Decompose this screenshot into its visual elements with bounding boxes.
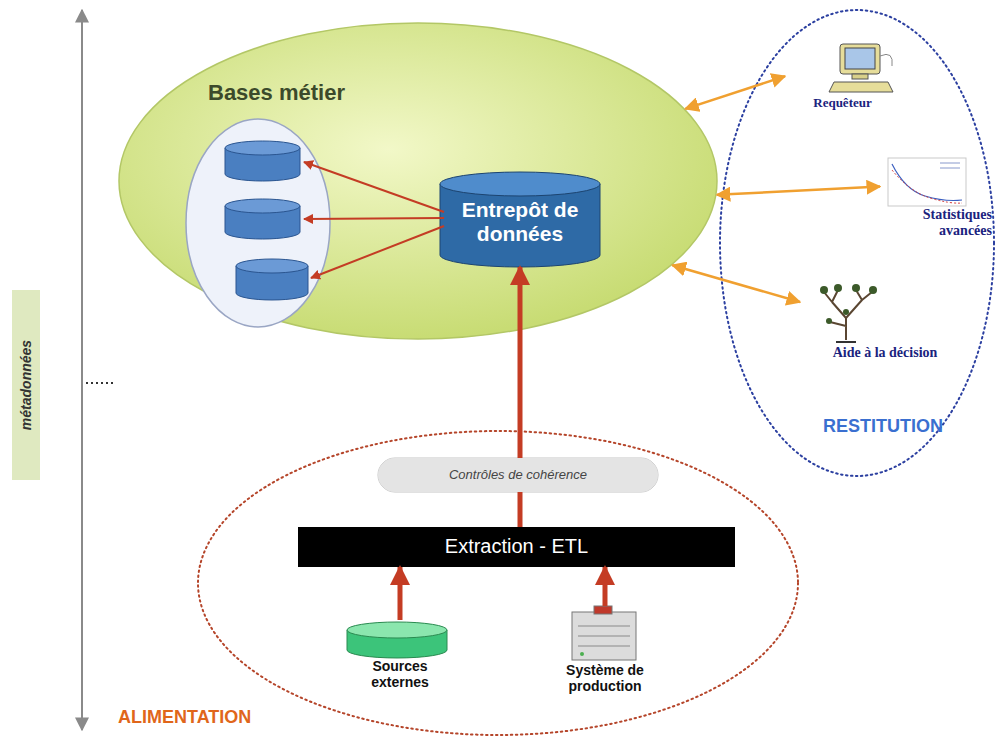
zone-ellipse-outline [718,8,996,478]
node-text: RESTITUTION [768,416,998,437]
node-text: Extraction - ETL [298,535,735,558]
exchange-arrow [672,265,800,302]
domain-ellipse-outline [118,22,718,340]
tool-box: Aide à la décision [800,285,970,370]
source-box: Sources externes [330,620,470,694]
computer-icon [829,44,893,92]
tool-box: Requêteur [785,38,900,123]
node-text: ALIMENTATION [118,707,308,728]
exchange-arrow [717,187,880,195]
zone-ellipse: RESTITUTION RequêteurStatistiques avancée… [718,8,996,478]
node-text: Entrepôt de données [440,198,600,246]
chart-icon [888,158,966,206]
node-text: Sources externes [350,658,450,690]
feed-arrow [397,567,402,620]
decision-tree-icon [820,284,877,342]
node-text: Système de production [550,662,660,694]
node-text: Statistiques avancées [880,207,992,239]
node-text: Requêteur [785,96,900,111]
etl-bar: Extraction - ETL [298,527,735,567]
tool-box: Statistiques avancées [880,155,994,260]
metadata-axis [82,10,116,730]
check-pill: Contrôles de cohérence [378,458,658,492]
zone-ellipse: ALIMENTATION Contrôles de cohérenceExtrac… [110,425,800,738]
exchange-arrow [685,76,785,109]
label-box: métadonnées [12,290,40,480]
domain-ellipse: Bases métierEntrepôt de données [118,22,718,340]
warehouse-cylinder: Entrepôt de données [440,172,600,267]
node-text: Bases métier [208,80,428,105]
feed-arrow [602,567,607,606]
node-text: Aide à la décision [800,345,970,361]
source-box: Système de production [535,606,675,700]
node-text: Contrôles de cohérence [378,458,658,492]
server-icon [572,606,636,660]
external-source-icon [347,622,447,658]
axis-label: métadonnées [12,290,40,480]
